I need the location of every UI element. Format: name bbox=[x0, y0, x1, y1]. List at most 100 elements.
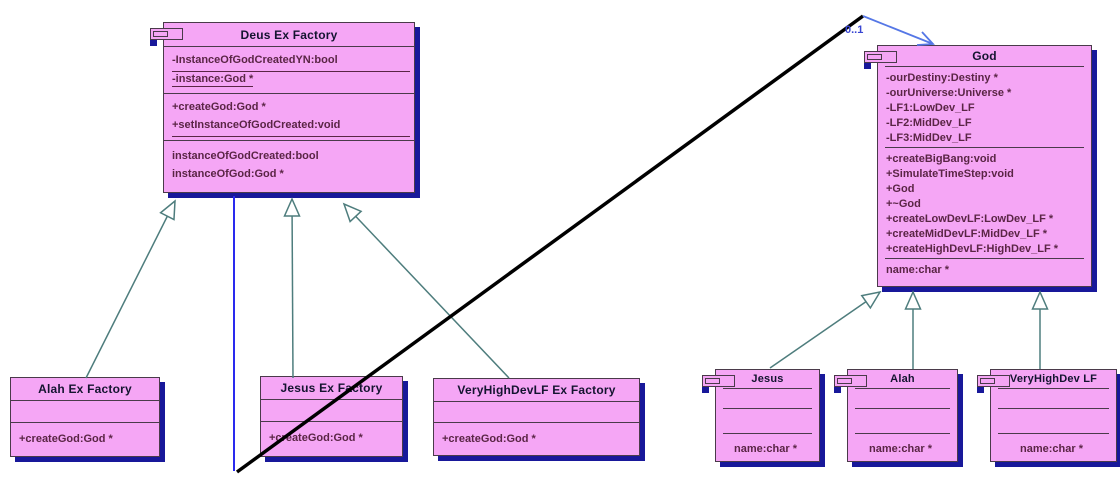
attributes-section bbox=[261, 400, 402, 421]
operations-section: +createBigBang:void +SimulateTimeStep:vo… bbox=[878, 148, 1091, 258]
class-tab-icon bbox=[834, 375, 867, 387]
association-open-arrowhead-icon bbox=[916, 31, 935, 46]
class-tab-shadow bbox=[977, 387, 984, 393]
class-property: name:char * bbox=[869, 443, 932, 455]
class-operation: +SimulateTimeStep:void bbox=[886, 168, 1014, 180]
class-box-deus-ex-factory[interactable]: Deus Ex Factory -InstanceOfGodCreatedYN:… bbox=[150, 22, 415, 193]
attributes-section bbox=[848, 389, 957, 408]
class-tab-inner-icon bbox=[153, 31, 168, 37]
inheritance-arrowhead-icon bbox=[904, 290, 922, 310]
class-tab-inner-icon bbox=[837, 378, 852, 384]
class-operation: +createGod:God * bbox=[269, 432, 363, 444]
class-operation: +createGod:God * bbox=[172, 101, 266, 113]
operations-section: +createGod:God * bbox=[11, 423, 159, 456]
class-title: Deus Ex Factory bbox=[240, 27, 338, 42]
operations-section bbox=[716, 409, 819, 433]
class-property: name:char * bbox=[734, 443, 797, 455]
section-divider bbox=[11, 422, 159, 423]
association-multiplicity-label[interactable]: 0..1 bbox=[845, 24, 864, 36]
inheritance-line-alah-ex-to-deus[interactable] bbox=[85, 200, 176, 379]
class-attribute: -instance:God * bbox=[172, 73, 254, 87]
association-deus-to-god-segment-arrow[interactable] bbox=[862, 15, 934, 45]
class-operation: +createGod:God * bbox=[442, 433, 536, 445]
attributes-section: -InstanceOfGodCreatedYN:bool -instance:G… bbox=[164, 47, 414, 93]
class-operation: +createBigBang:void bbox=[886, 153, 997, 165]
operations-section: +createGod:God * +setInstanceOfGodCreate… bbox=[164, 94, 414, 140]
attributes-section bbox=[434, 402, 639, 422]
class-box-alah-ex-factory[interactable]: Alah Ex Factory +createGod:God * bbox=[10, 377, 160, 457]
class-operation: +createLowDevLF:LowDev_LF * bbox=[886, 213, 1054, 225]
inheritance-arrowhead-icon bbox=[860, 290, 882, 310]
class-box-god[interactable]: God -ourDestiny:Destiny * -ourUniverse:U… bbox=[864, 45, 1092, 287]
class-title: VeryHighDevLF Ex Factory bbox=[457, 383, 616, 397]
class-tab-icon bbox=[977, 375, 1010, 387]
properties-section: name:char * bbox=[878, 259, 1091, 286]
class-box-alah[interactable]: Alah name:char * bbox=[834, 369, 958, 462]
class-operation: +God bbox=[886, 183, 915, 195]
class-tab-icon bbox=[150, 28, 183, 40]
operations-section: +createGod:God * bbox=[434, 423, 639, 455]
class-attribute: -LF1:LowDev_LF bbox=[886, 102, 975, 114]
inheritance-line-jesus-to-god[interactable] bbox=[769, 291, 881, 369]
class-attribute: -ourUniverse:Universe * bbox=[886, 87, 1012, 99]
inheritance-line-jesus-ex-to-deus[interactable] bbox=[291, 198, 294, 379]
class-tab-inner-icon bbox=[867, 54, 882, 60]
class-box-jesus[interactable]: Jesus name:char * bbox=[702, 369, 820, 462]
class-operation: +setInstanceOfGodCreated:void bbox=[172, 118, 410, 137]
class-tab-icon bbox=[702, 375, 735, 387]
properties-section: name:char * bbox=[848, 434, 957, 462]
class-title: God bbox=[972, 49, 997, 63]
class-property: name:char * bbox=[1020, 443, 1083, 455]
class-title: Alah bbox=[890, 373, 915, 385]
section-divider bbox=[11, 400, 159, 401]
section-divider bbox=[998, 433, 1109, 434]
attributes-section bbox=[991, 389, 1116, 408]
inheritance-arrowhead-icon bbox=[1031, 290, 1049, 310]
class-box-veryhighdev-lf[interactable]: VeryHighDev LF name:char * bbox=[977, 369, 1117, 462]
class-tab-icon bbox=[864, 51, 897, 63]
class-tab-inner-icon bbox=[705, 378, 720, 384]
inheritance-arrowhead-icon bbox=[283, 197, 301, 217]
section-divider bbox=[855, 408, 950, 409]
class-tab-shadow bbox=[834, 387, 841, 393]
class-attribute: -ourDestiny:Destiny * bbox=[886, 72, 998, 84]
operations-section bbox=[848, 409, 957, 433]
properties-section: name:char * bbox=[716, 434, 819, 462]
class-tab-shadow bbox=[864, 63, 871, 69]
inheritance-line-veryhighdevlf-ex-to-deus[interactable] bbox=[343, 203, 510, 379]
section-divider bbox=[855, 433, 950, 434]
class-box-jesus-ex-factory[interactable]: Jesus Ex Factory +createGod:God * bbox=[260, 376, 403, 457]
class-property: instanceOfGodCreated:bool bbox=[172, 150, 319, 162]
class-attribute: -LF2:MidDev_LF bbox=[886, 117, 972, 129]
class-title: Jesus Ex Factory bbox=[280, 381, 383, 395]
section-divider bbox=[855, 388, 950, 389]
class-operation: +createGod:God * bbox=[19, 433, 113, 445]
class-tab-shadow bbox=[150, 40, 157, 46]
class-operation: +createMidDevLF:MidDev_LF * bbox=[886, 228, 1048, 240]
attributes-section bbox=[716, 389, 819, 408]
attributes-section: -ourDestiny:Destiny * -ourUniverse:Unive… bbox=[878, 67, 1091, 147]
class-title: Alah Ex Factory bbox=[38, 382, 132, 396]
class-operation: +createHighDevLF:HighDev_LF * bbox=[886, 243, 1059, 255]
class-box-veryhighdevlf-ex-factory[interactable]: VeryHighDevLF Ex Factory +createGod:God … bbox=[433, 378, 640, 456]
section-divider bbox=[998, 388, 1109, 389]
class-tab-shadow bbox=[702, 387, 709, 393]
section-divider bbox=[885, 147, 1084, 148]
operations-section: +createGod:God * bbox=[261, 422, 402, 456]
class-attribute: -InstanceOfGodCreatedYN:bool bbox=[172, 53, 410, 72]
inheritance-arrowhead-icon bbox=[159, 199, 176, 221]
operations-section bbox=[991, 409, 1116, 433]
attributes-section bbox=[11, 401, 159, 422]
section-divider bbox=[885, 258, 1084, 259]
properties-section: name:char * bbox=[991, 434, 1116, 462]
class-operation: +~God bbox=[886, 198, 921, 210]
section-divider bbox=[885, 66, 1084, 67]
class-property: instanceOfGod:God * bbox=[172, 168, 284, 180]
properties-section: instanceOfGodCreated:bool instanceOfGod:… bbox=[164, 141, 414, 191]
class-tab-inner-icon bbox=[980, 378, 995, 384]
inheritance-arrowhead-icon bbox=[342, 202, 363, 223]
class-title: VeryHighDev LF bbox=[1009, 373, 1098, 385]
class-property: name:char * bbox=[886, 264, 949, 276]
section-divider bbox=[998, 408, 1109, 409]
